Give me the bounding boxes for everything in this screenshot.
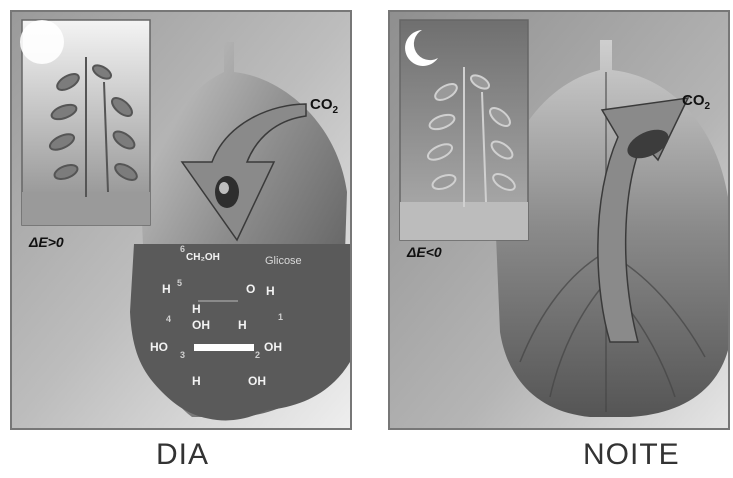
night-caption: NOITE [583,438,680,472]
ring-oxygen-label: O [246,282,255,296]
carbon-2-label: 2 [255,350,260,360]
h-label-b: H [266,284,275,298]
delta-e-label: ΔE>0 [29,234,64,250]
delta-e-label: ΔE<0 [407,244,442,260]
day-caption: DIA [156,438,209,472]
ho-label: HO [150,340,168,354]
carbon-5-label: 5 [177,278,182,288]
day-illustration [12,12,352,430]
co2-label: CO2 [682,92,710,112]
carbon-6-label: 6 [180,244,185,254]
night-illustration [390,12,730,430]
h-label-e: H [192,374,201,388]
carbon-4-label: 4 [166,314,171,324]
ch2oh-label: CH₂OH [186,252,220,263]
co2-label: CO2 [310,96,338,116]
ring-bond [194,344,254,351]
night-panel: CO2 ΔE<0 [388,10,730,430]
h-label-d: H [238,318,247,332]
sun-icon [20,20,64,64]
oh-label-c: OH [248,374,266,388]
oh-label-a: OH [192,318,210,332]
day-panel: CO2 ΔE>0 6 CH₂OH Glicose H 5 O H H 4 OH … [10,10,352,430]
oh-label-b: OH [264,340,282,354]
glucose-name: Glicose [265,255,302,267]
carbon-3-label: 3 [180,350,185,360]
h-label-a: H [162,282,171,296]
carbon-1-label: 1 [278,312,283,322]
h-label-c: H [192,302,201,316]
